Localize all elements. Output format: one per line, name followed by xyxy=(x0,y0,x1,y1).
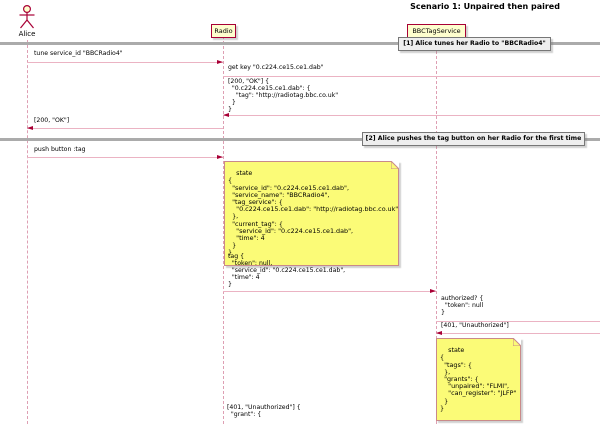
divider-band xyxy=(0,42,600,45)
divider-band xyxy=(0,138,600,141)
message-line xyxy=(436,321,600,322)
arrowhead-left-icon xyxy=(436,331,442,335)
message-line xyxy=(27,62,223,63)
participant-tagservice: BBCTagService xyxy=(407,24,466,38)
message-unauthorized: [401, "Unauthorized"] xyxy=(441,322,509,329)
participant-radio: Radio xyxy=(211,24,236,38)
arrowhead-right-icon xyxy=(217,155,223,159)
arrowhead-left-icon xyxy=(223,113,229,117)
divider-1-label: [1] Alice tunes her Radio to "BBCRadio4" xyxy=(398,37,551,51)
message-tag: tag { "token": null, "service_id": "0.c2… xyxy=(228,253,346,288)
note-service-state: state { "tags": { }, "grants": { "unpair… xyxy=(436,338,521,422)
divider-2-label: [2] Alice pushes the tag button on her R… xyxy=(362,132,585,146)
dogear-icon xyxy=(513,338,521,346)
message-ok: [200, "OK"] xyxy=(34,117,70,124)
note-radio-state-text: state { "service_id": "0.c224.ce15.ce1.d… xyxy=(228,169,399,257)
lifeline-alice xyxy=(27,40,28,424)
message-push-button: push button :tag xyxy=(34,146,86,153)
message-line xyxy=(436,333,600,334)
message-line xyxy=(27,157,223,158)
lifeline-tagservice xyxy=(436,36,437,424)
message-tune: tune service_id "BBCRadio4" xyxy=(34,50,123,57)
lifeline-radio xyxy=(223,36,224,424)
arrowhead-left-icon xyxy=(27,126,33,130)
message-line xyxy=(27,128,223,129)
message-unauthorized-grant: [401, "Unauthorized"] { "grant": { xyxy=(227,404,301,418)
message-line xyxy=(223,115,600,116)
diagram-title: Scenario 1: Unpaired then paired xyxy=(410,2,560,11)
message-line xyxy=(223,291,436,292)
dogear-icon xyxy=(391,161,399,169)
message-get-key: get key "0.c224.ce15.ce1.dab" xyxy=(228,64,324,71)
actor-icon xyxy=(19,4,35,29)
message-line xyxy=(223,76,600,77)
note-radio-state: state { "service_id": "0.c224.ce15.ce1.d… xyxy=(224,161,399,266)
message-ok-key: [200, "OK"] { "0.c224.ce15.ce1.dab": { "… xyxy=(228,78,339,113)
message-authorized: authorized? { "token": null } xyxy=(441,295,484,316)
participant-alice: Alice xyxy=(18,30,36,38)
note-service-state-text: state { "tags": { }, "grants": { "unpair… xyxy=(440,346,517,412)
arrowhead-right-icon xyxy=(217,60,223,64)
arrowhead-right-icon xyxy=(430,289,436,293)
